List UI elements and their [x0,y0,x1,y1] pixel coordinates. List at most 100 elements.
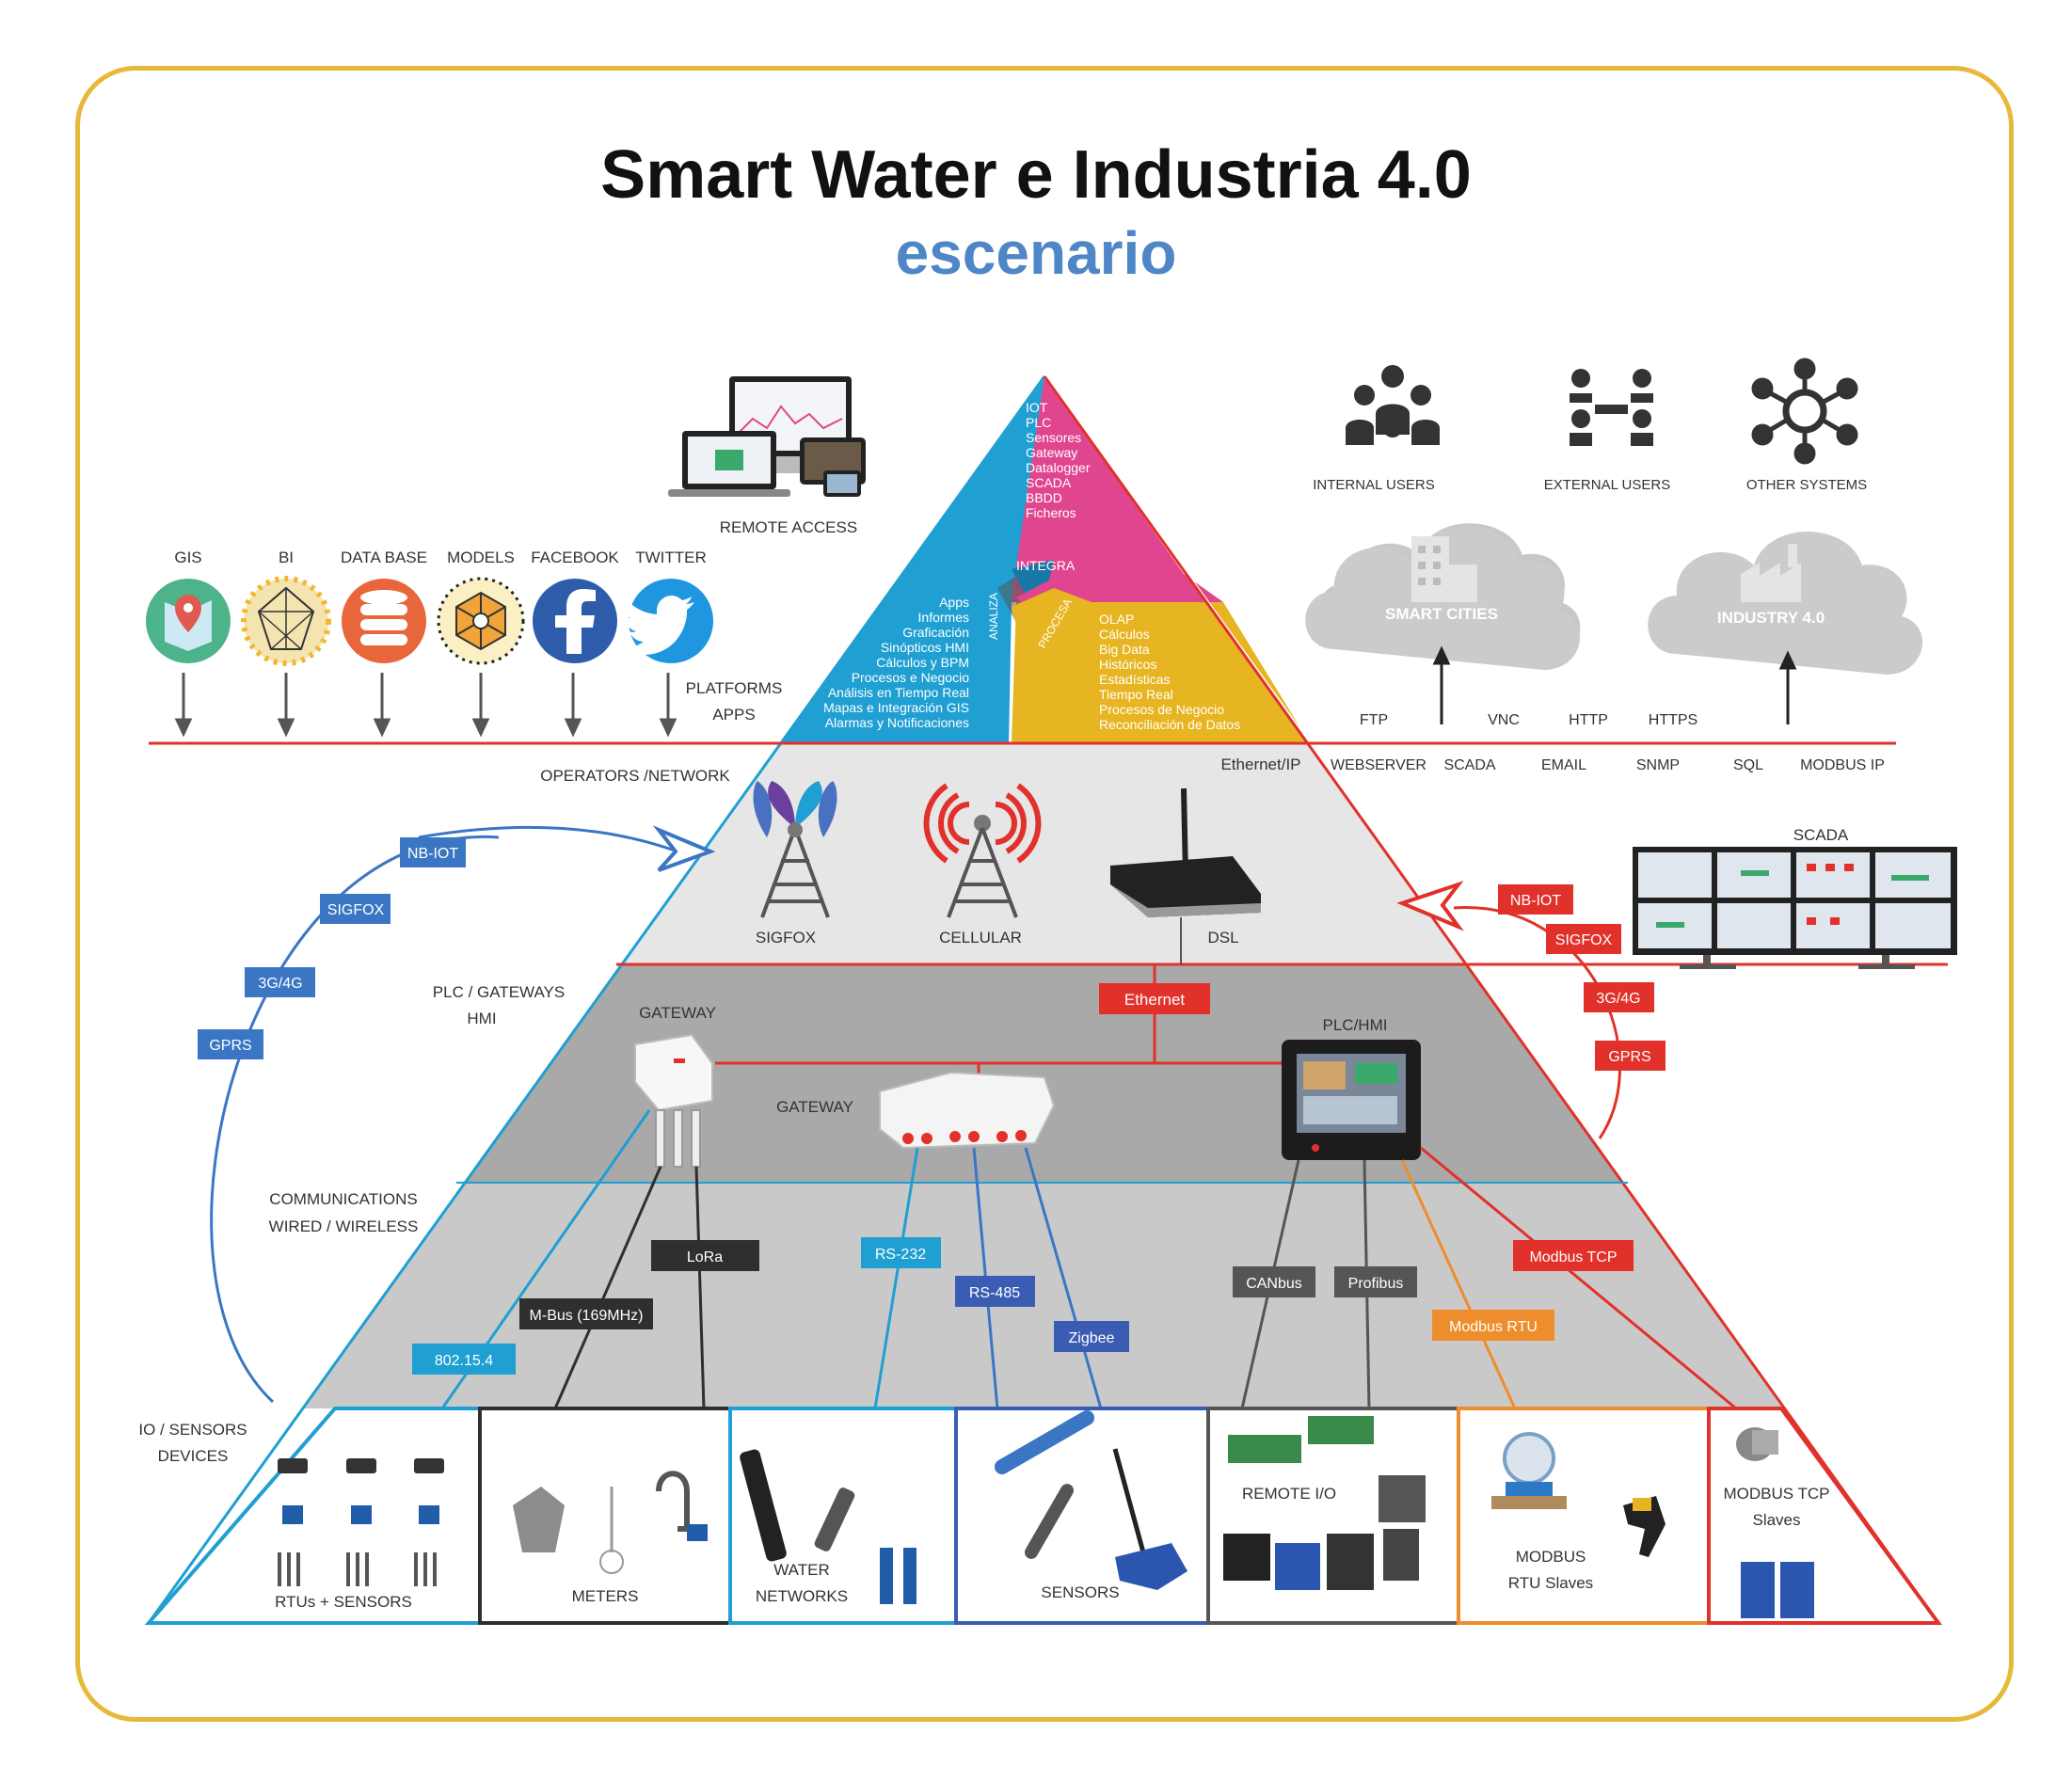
magenta-item: Datalogger [1026,460,1091,475]
lora-badge [651,1240,759,1271]
platform-label-facebook: FACEBOOK [531,549,619,566]
right-3g4g-badge [1584,982,1654,1012]
ieee802154-text: 802.15.4 [435,1353,493,1369]
zigbee-text: Zigbee [1069,1330,1115,1346]
left-3g4g-text: 3G/4G [258,976,302,992]
modbus-tcp-text: Modbus TCP [1529,1249,1617,1265]
plc-hmi-label: PLC/HMI [1323,1016,1388,1034]
cellular-tower-icon [923,783,1042,918]
remote-io-icon [1223,1416,1426,1590]
slaves-label: Slaves [1752,1511,1800,1529]
yellow-item: Reconciliación de Datos [1099,717,1240,732]
cyan-item: Mapas e Integración GIS [823,700,969,715]
sensors-icon [994,1410,1187,1590]
modbus-rtu-slaves-icon [1491,1432,1666,1557]
gateway-1-label: GATEWAY [639,1004,716,1022]
smart-cities-cloud-icon [1305,523,1581,670]
twitter-icon[interactable] [621,579,713,663]
magenta-item: Sensores [1026,430,1081,445]
ethernet-badge [1099,983,1210,1014]
analiza-label: ANALIZA [987,593,1000,640]
right-gprs-text: GPRS [1608,1049,1650,1065]
models-icon[interactable] [437,577,525,665]
zigbee-badge [1054,1321,1129,1352]
internal-users-label: INTERNAL USERS [1313,477,1434,493]
right-3g4g-text: 3G/4G [1596,991,1640,1007]
cyan-list: Apps Informes Graficación Sinópticos HMI… [823,595,969,730]
gis-icon[interactable] [146,579,231,663]
rs485-badge [955,1276,1035,1307]
water-networks-icon [740,1449,916,1604]
operators-network-label: OPERATORS /NETWORK [540,767,730,785]
protocol-modbus-ip: MODBUS IP [1800,757,1885,773]
rs232-badge [861,1237,941,1268]
rtu-sensors-icon [278,1458,444,1586]
remote-access-devices-icon [668,376,866,497]
smart-cities-label: SMART CITIES [1385,605,1498,623]
cyan-item: Cálculos y BPM [876,655,969,670]
yellow-list: OLAP Cálculos Big Data Históricos Estadí… [1099,612,1240,732]
protocol-snmp: SNMP [1636,757,1680,773]
right-wireless-arrow [1396,881,1464,931]
other-systems-label: OTHER SYSTEMS [1746,477,1867,493]
canbus-badge [1233,1266,1315,1297]
magenta-item: Ficheros [1026,505,1076,520]
external-users-label: EXTERNAL USERS [1544,477,1670,493]
lora-text: LoRa [687,1249,723,1265]
rtus-sensors-label: RTUs + SENSORS [275,1593,412,1611]
modbus-rtu-badge [1432,1310,1554,1341]
dsl-label: DSL [1207,929,1238,947]
rs232-text: RS-232 [875,1247,926,1263]
left-nbiot-text: NB-IOT [407,846,458,862]
right-nbiot-text: NB-IOT [1510,893,1561,909]
facebook-icon[interactable] [533,579,617,663]
procesa-arrow [1012,588,1092,663]
canbus-text: CANbus [1246,1276,1302,1292]
magenta-item: Gateway [1026,445,1077,460]
yellow-item: Cálculos [1099,627,1150,642]
gateway-1-icon [634,1033,713,1168]
protocol-sql: SQL [1733,757,1763,773]
magenta-item: SCADA [1026,475,1072,490]
left-nbiot-badge [400,837,466,867]
platforms-apps-label: PLATFORMS [686,679,783,697]
modbus-tcp-badge [1513,1240,1634,1271]
external-users-icon [1570,369,1653,446]
mbus-text: M-Bus (169MHz) [530,1308,644,1324]
meters-icon [513,1471,708,1574]
mbus-badge [519,1298,653,1329]
modbus-label: MODBUS [1516,1548,1586,1566]
yellow-item: Tiempo Real [1099,687,1173,702]
procesa-section [1012,602,1310,743]
cyan-item: Análisis en Tiempo Real [828,685,969,700]
magenta-item: PLC [1026,415,1051,430]
profibus-text: Profibus [1348,1276,1404,1292]
modbus-tcp-label: MODBUS TCP [1723,1485,1829,1503]
integra-section [1012,376,1223,602]
sigfox-tower-icon [753,781,837,918]
right-nbiot-badge [1498,884,1573,915]
communications-label: COMMUNICATIONS [269,1190,417,1208]
cyan-item: Graficación [902,625,969,640]
magenta-list: IOT PLC Sensores Gateway Datalogger SCAD… [1026,400,1091,520]
platform-label-bi: BI [279,549,294,566]
page-title: Smart Water e Industria 4.0 [600,137,1472,213]
cyan-item: Alarmas y Notificaciones [825,715,969,730]
protocol-ftp: FTP [1360,712,1388,728]
magenta-item: BBDD [1026,490,1062,505]
rs485-text: RS-485 [969,1285,1020,1301]
gateway-2-icon [879,1071,1056,1150]
scada-label: SCADA [1793,826,1849,844]
right-gprs-badge [1595,1041,1666,1071]
left-gprs-badge [198,1029,263,1059]
devices-label: DEVICES [158,1447,229,1465]
bi-icon[interactable] [241,576,331,666]
wired-wireless-label: WIRED / WIRELESS [269,1217,419,1235]
plc-hmi-icon [1282,1040,1421,1160]
yellow-item: Big Data [1099,642,1150,657]
networks-label: NETWORKS [756,1587,848,1605]
remote-access-label: REMOTE ACCESS [720,518,857,536]
yellow-item: Históricos [1099,657,1156,672]
database-icon[interactable] [342,579,426,663]
yellow-item: OLAP [1099,612,1134,627]
